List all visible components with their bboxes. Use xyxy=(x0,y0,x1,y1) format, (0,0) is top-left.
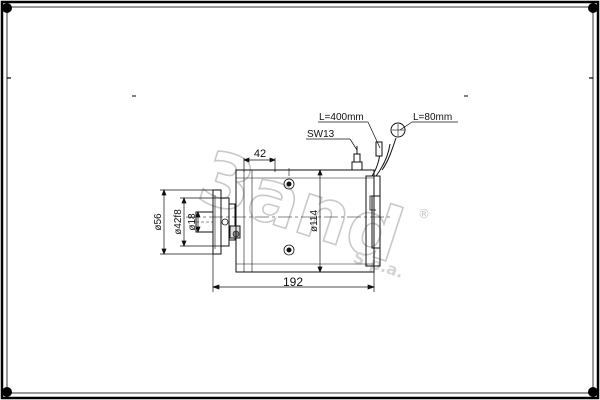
dim-label-wrench-size: SW13 xyxy=(307,129,335,140)
dim-label-diameter-body: ø114 xyxy=(309,210,320,232)
drawing-inner-frame xyxy=(6,6,594,394)
corner-dot-top-right xyxy=(588,3,598,13)
corner-dot-bottom-left xyxy=(2,387,12,397)
dim-label-cable-long: L=400mm xyxy=(319,112,364,123)
corner-dot-top-left xyxy=(2,3,12,13)
watermark-logo: 3and S.p.a. ® xyxy=(188,133,430,281)
dim-label-cable-short: L=80mm xyxy=(413,112,452,123)
watermark-registered-mark: ® xyxy=(418,207,430,221)
motor-body xyxy=(186,168,392,273)
cable-assembly xyxy=(369,122,406,211)
dim-label-diameter-outer: ø56 xyxy=(153,213,164,231)
motor-shaft xyxy=(195,211,214,233)
motor-drawing xyxy=(186,122,406,273)
terminal-stud xyxy=(351,146,363,171)
dimension-lines xyxy=(160,121,458,292)
dim-label-diameter-pilot: ø42f8 xyxy=(173,209,184,235)
dim-label-diameter-shaft: ø18 xyxy=(187,213,198,231)
dim-label-overall-length: 192 xyxy=(283,275,303,289)
dim-label-flange-offset: 42 xyxy=(254,148,266,160)
corner-dot-bottom-right xyxy=(588,387,598,397)
